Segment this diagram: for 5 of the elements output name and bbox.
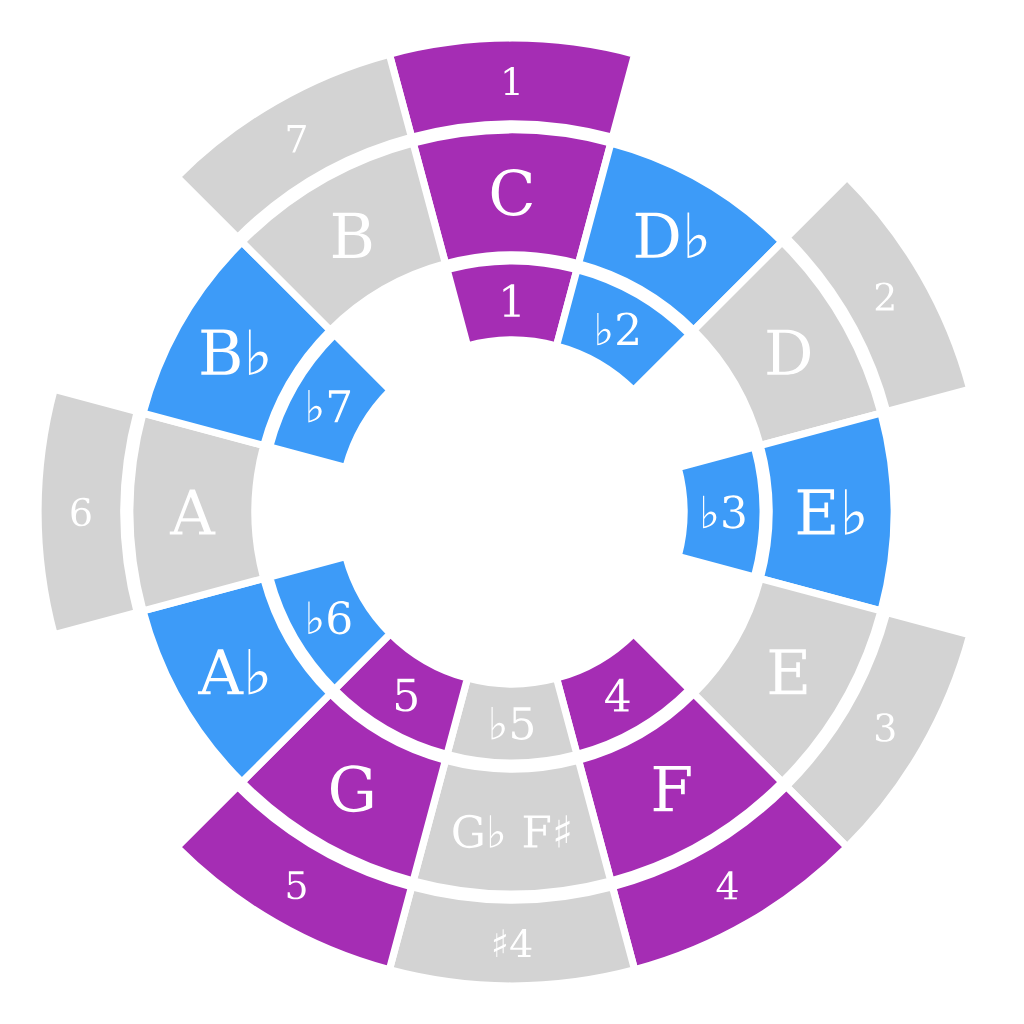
node-label: 4 xyxy=(716,871,738,900)
ring-segment: 1 xyxy=(385,34,639,141)
ring-segment: ♭2 xyxy=(552,265,694,394)
ring-segment: 4 xyxy=(552,630,694,759)
node-label: 5 xyxy=(287,871,306,900)
